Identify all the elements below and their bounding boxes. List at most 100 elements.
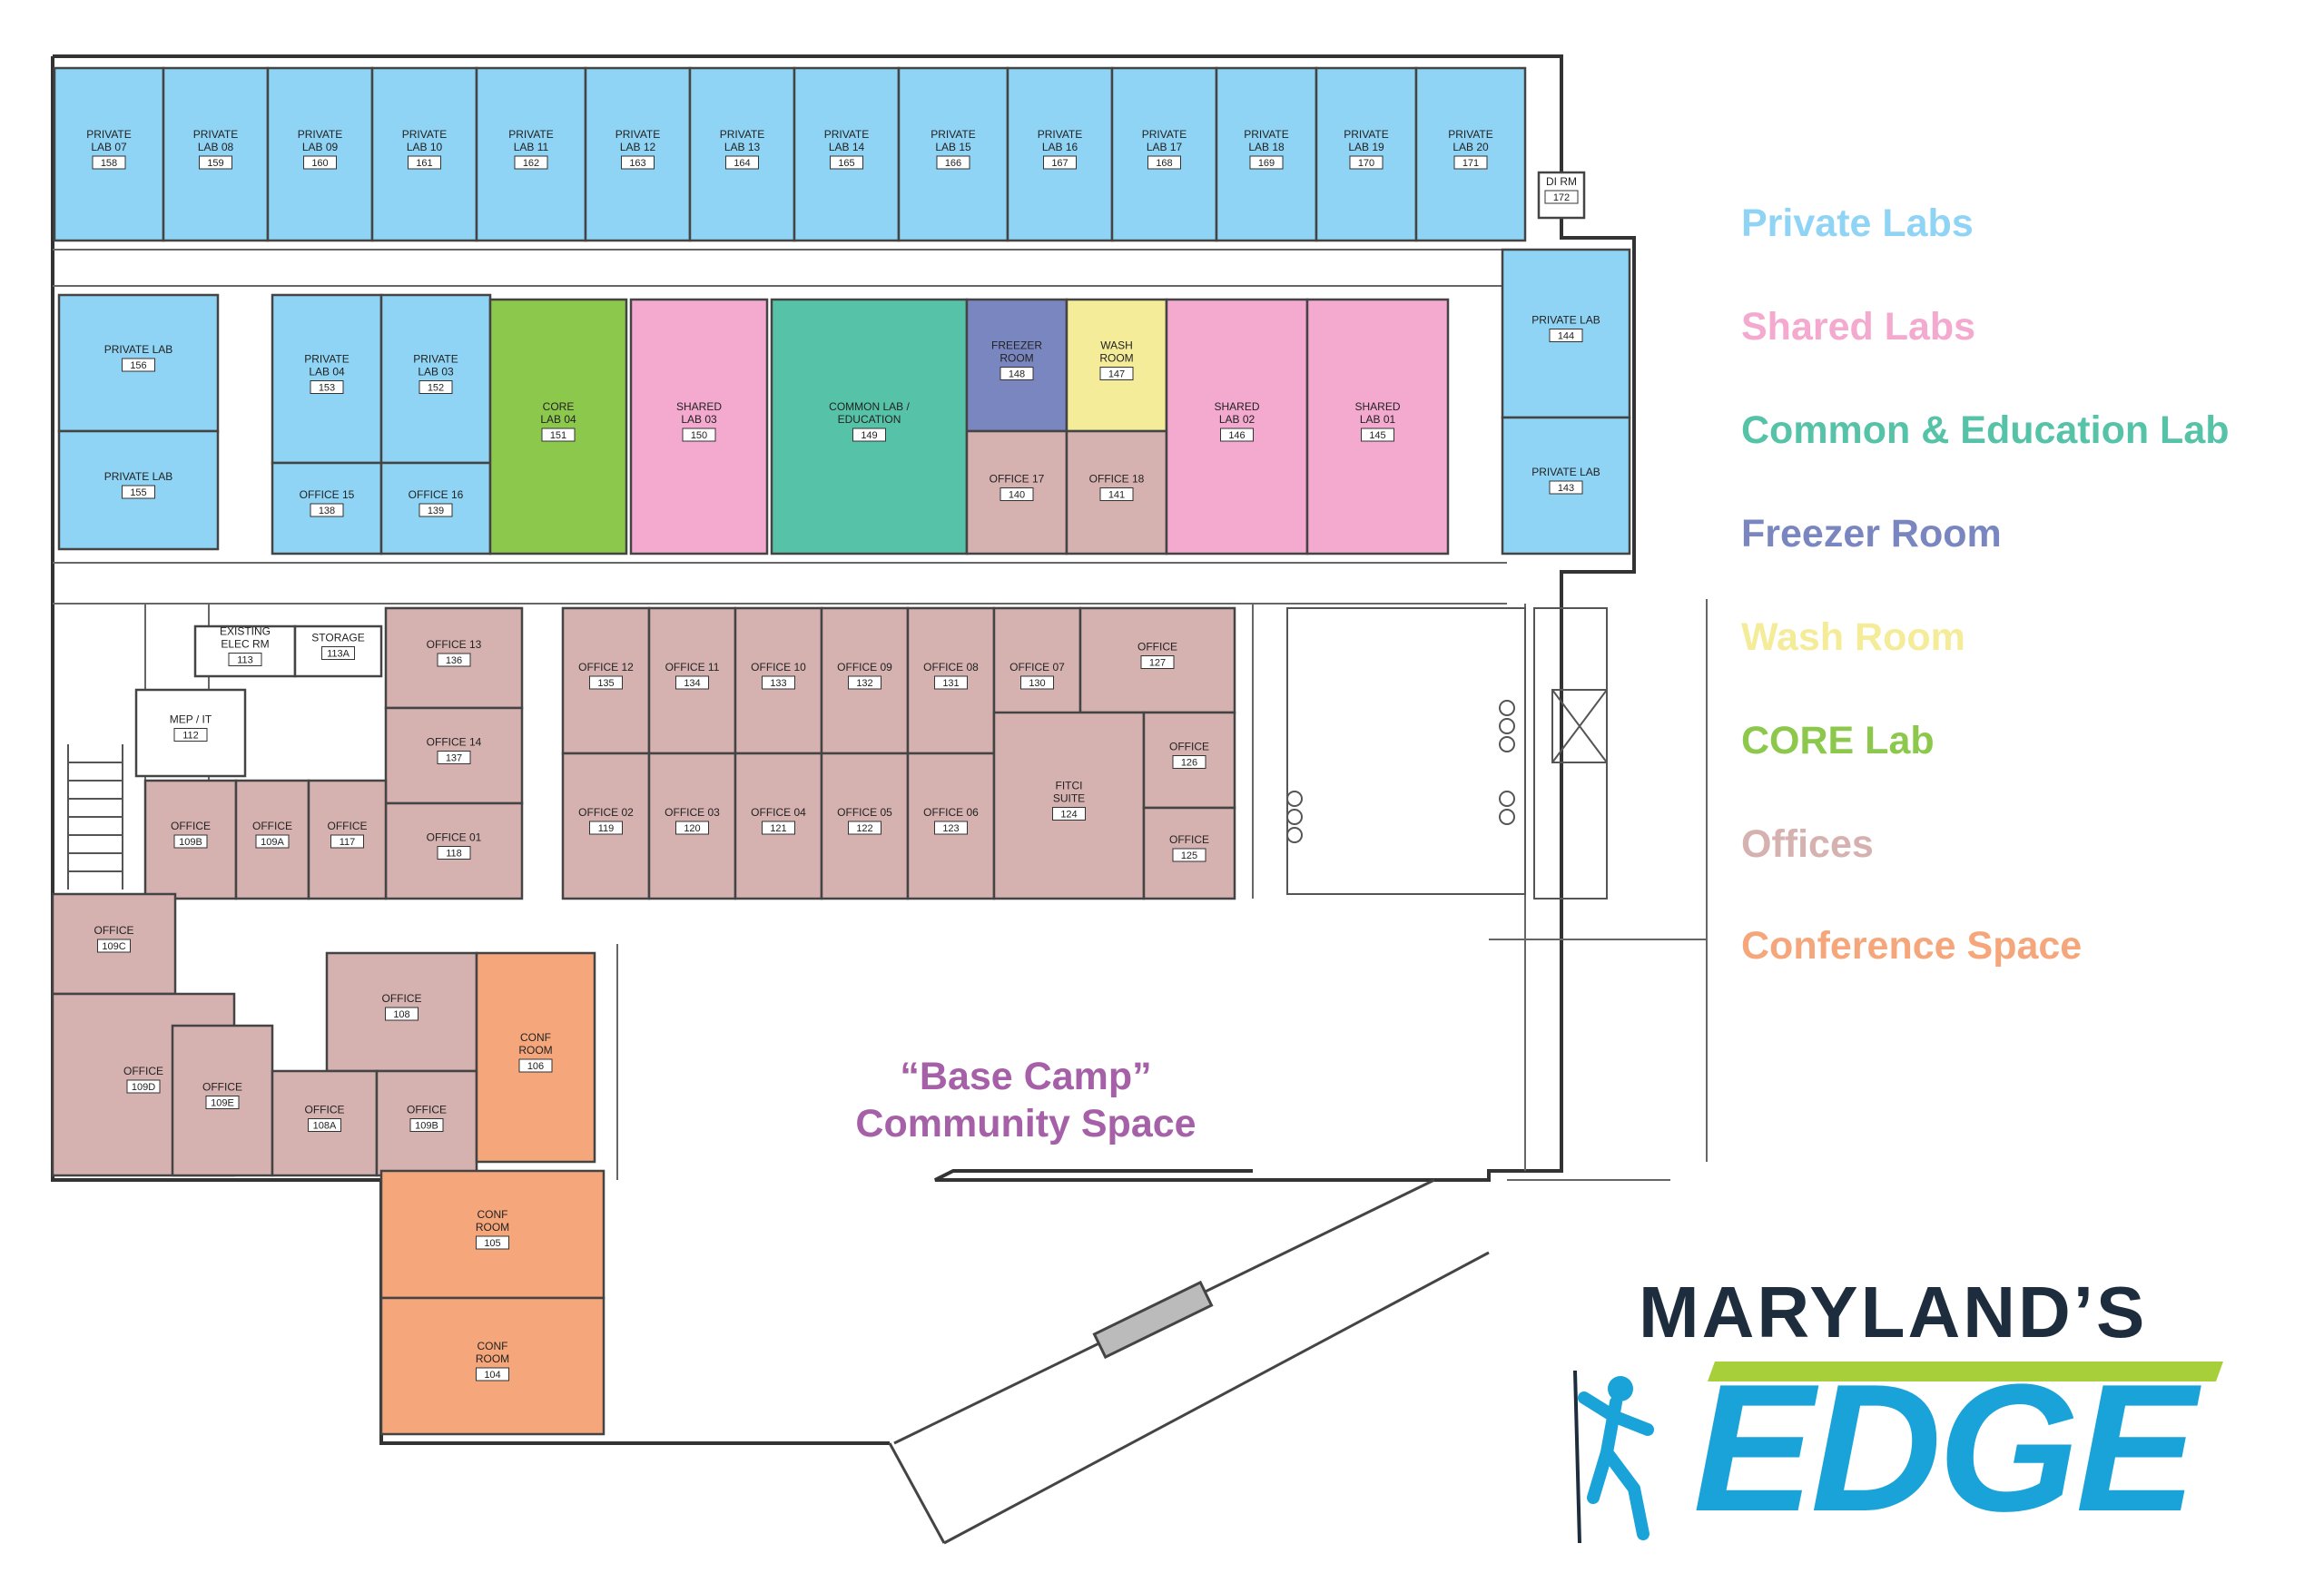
room-label: LAB 15 — [935, 141, 971, 153]
room-number: 108A — [313, 1121, 337, 1132]
room-fill — [271, 293, 383, 465]
room-132: OFFICE 09 132 — [820, 606, 910, 755]
room-label: OFFICE — [382, 992, 422, 1005]
room-label: OFFICE 18 — [1089, 473, 1145, 486]
room-number: 127 — [1149, 658, 1166, 669]
room-label: LAB 16 — [1042, 141, 1078, 153]
room-number-box — [514, 155, 548, 170]
room-number-box — [409, 1118, 444, 1132]
room-number-box — [1172, 848, 1206, 862]
room-fill — [584, 66, 692, 242]
room-number: 132 — [856, 678, 872, 689]
room-number: 172 — [1553, 192, 1570, 203]
room-number-box — [308, 1118, 341, 1132]
room-fill — [688, 66, 796, 242]
room-number-box — [1099, 367, 1134, 380]
room-number: 165 — [838, 158, 854, 169]
room-label: PRIVATE LAB — [104, 470, 173, 483]
room-fill — [1165, 298, 1309, 555]
community-space-label: “Base Camp” Community Space — [826, 1053, 1226, 1147]
room-label: SHARED — [676, 400, 722, 413]
room-number: 143 — [1558, 483, 1574, 494]
room-number: 163 — [629, 158, 645, 169]
room-number-box — [518, 1058, 553, 1073]
room-fill — [897, 66, 1009, 242]
legend-common-education-lab: Common & Education Lab — [1741, 408, 2230, 452]
room-label: LAB 12 — [620, 141, 656, 153]
room-fill — [475, 66, 587, 242]
room-number-box — [255, 834, 290, 849]
room-number-box — [589, 675, 623, 690]
room-number-box — [437, 751, 471, 764]
room-label: OFFICE 17 — [990, 473, 1045, 486]
room-label: OFFICE 11 — [665, 661, 720, 673]
room-number: 126 — [1181, 758, 1197, 769]
room-fill — [379, 1169, 606, 1300]
room-number-box — [1220, 428, 1254, 442]
room-label: LAB 13 — [724, 141, 761, 153]
room-number-box — [408, 155, 441, 170]
room-number: 105 — [484, 1238, 500, 1249]
room-fill — [266, 66, 374, 242]
room-label: LAB 04 — [309, 366, 345, 379]
room-label: ROOM — [518, 1044, 552, 1057]
room-label: OFFICE — [305, 1104, 345, 1116]
room-label: PRIVATE — [931, 128, 976, 141]
room-label: OFFICE 06 — [923, 806, 979, 819]
room-label: SHARED — [1354, 400, 1400, 413]
room-number: 134 — [684, 678, 700, 689]
room-fill — [53, 66, 165, 242]
room-number: 144 — [1558, 331, 1574, 342]
room-number-box — [385, 1007, 419, 1021]
room-fill — [770, 298, 969, 555]
room-108a: OFFICE 108A — [271, 1069, 379, 1177]
room-label: PRIVATE — [1244, 128, 1289, 141]
room-number-box — [1099, 487, 1134, 501]
room-number: 109A — [261, 837, 284, 848]
room-label: OFFICE — [252, 820, 292, 832]
room-fill — [992, 711, 1146, 900]
room-number: 133 — [770, 678, 786, 689]
room-number: 104 — [484, 1370, 500, 1381]
room-label: OFFICE — [94, 924, 134, 937]
room-label: MEP / IT — [170, 713, 212, 726]
room-label: ELEC RM — [221, 638, 269, 651]
room-fill — [475, 951, 596, 1164]
room-number-box — [762, 821, 795, 835]
room-fill — [193, 624, 297, 678]
room-number: 149 — [861, 430, 877, 441]
room-label: OFFICE — [328, 820, 368, 832]
room-number-box — [1000, 487, 1034, 501]
room-number: 167 — [1051, 158, 1068, 169]
room-number-box — [126, 1079, 161, 1094]
room-label: OFFICE 09 — [837, 661, 892, 673]
room-number: 147 — [1108, 369, 1125, 380]
room-fill — [1215, 66, 1318, 242]
room-number-box — [310, 380, 344, 394]
room-label: PRIVATE — [402, 128, 448, 141]
room-label: OFFICE — [202, 1081, 242, 1094]
room-number-box — [934, 821, 968, 835]
room-number-box — [936, 155, 970, 170]
room-number: 117 — [340, 837, 356, 848]
room-label: PRIVATE — [824, 128, 870, 141]
room-number: 141 — [1108, 490, 1125, 501]
room-number-box — [303, 155, 337, 170]
room-number-box — [199, 155, 232, 170]
room-number: 113A — [327, 649, 350, 660]
community-space-subtitle: Community Space — [855, 1102, 1196, 1145]
room-number-box — [437, 653, 471, 667]
